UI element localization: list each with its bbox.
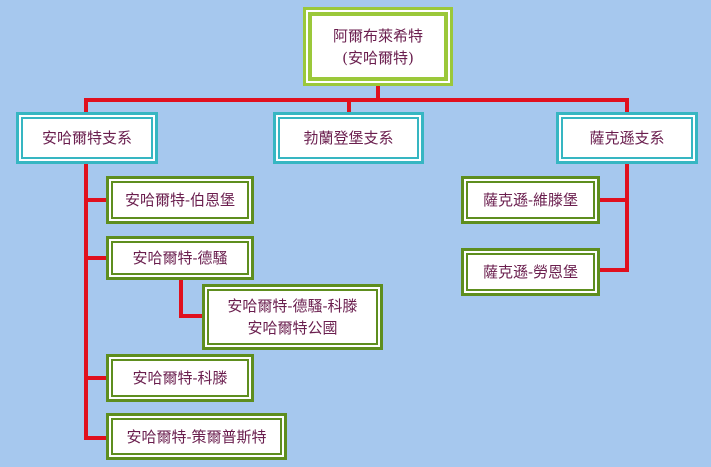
- node-anhalt-dessau-kothen-line1: 安哈爾特-德騷-科滕: [227, 297, 358, 315]
- node-anhalt-zerbst-label: 安哈爾特-策爾普斯特: [126, 427, 267, 446]
- node-anhalt-bernburg: 安哈爾特-伯恩堡: [106, 176, 254, 224]
- node-saxe-lauenburg: 薩克遜-勞恩堡: [461, 248, 600, 296]
- root-node: 阿爾布萊希特 (安哈爾特): [303, 7, 453, 86]
- node-saxe-wittenberg: 薩克遜-維滕堡: [461, 176, 600, 224]
- node-anhalt-kothen-label: 安哈爾特-科滕: [132, 369, 228, 387]
- root-node-subtitle: (安哈爾特): [342, 48, 414, 67]
- node-anhalt-zerbst: 安哈爾特-策爾普斯特: [106, 413, 287, 460]
- node-anhalt-dessau-kothen: 安哈爾特-德騷-科滕 安哈爾特公國: [202, 284, 383, 350]
- branch-bernburg-node: 勃蘭登堡支系: [273, 112, 424, 164]
- branch-anhalt-node: 安哈爾特支系: [16, 112, 158, 164]
- branch-saxony-label: 薩克遜支系: [589, 129, 665, 147]
- branch-anhalt-label: 安哈爾特支系: [41, 129, 132, 147]
- node-anhalt-kothen: 安哈爾特-科滕: [106, 354, 254, 402]
- node-anhalt-bernburg-label: 安哈爾特-伯恩堡: [124, 191, 236, 209]
- node-saxe-lauenburg-label: 薩克遜-勞恩堡: [482, 263, 579, 281]
- branch-saxony-node: 薩克遜支系: [556, 112, 698, 164]
- root-node-name: 阿爾布萊希特: [332, 26, 423, 45]
- branch-bernburg-label: 勃蘭登堡支系: [303, 129, 394, 147]
- node-anhalt-dessau-label: 安哈爾特-德騷: [132, 249, 228, 267]
- node-anhalt-dessau-kothen-line2: 安哈爾特公國: [247, 319, 338, 337]
- node-anhalt-dessau: 安哈爾特-德騷: [106, 236, 254, 280]
- node-saxe-wittenberg-label: 薩克遜-維滕堡: [482, 191, 579, 209]
